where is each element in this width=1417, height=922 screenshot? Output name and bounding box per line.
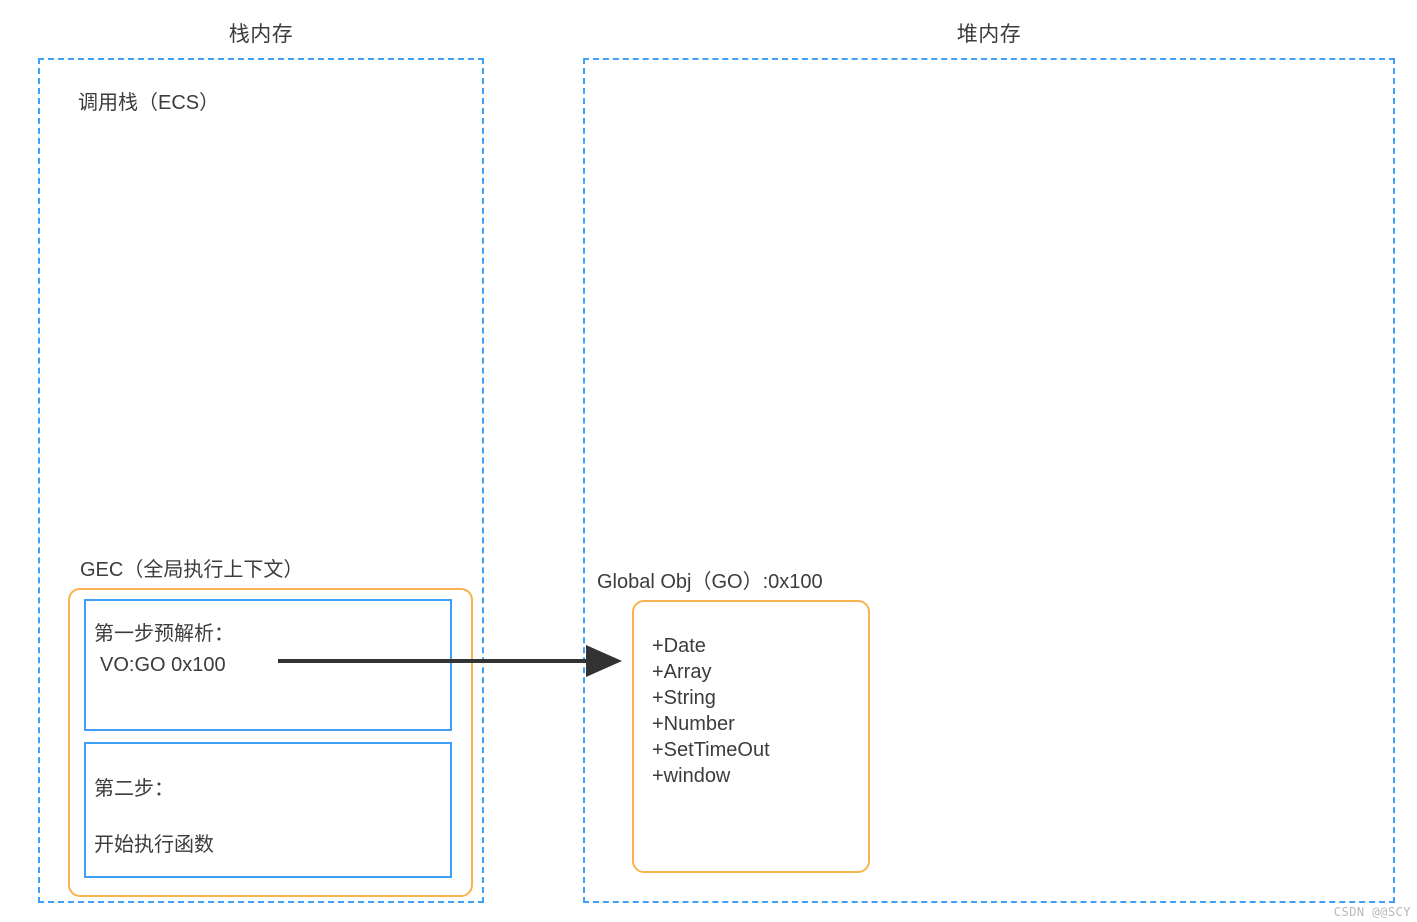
step-one-box [84,599,452,731]
global-object-label: Global Obj（GO）:0x100 [597,571,823,593]
step-two-title: 第二步： [94,778,174,800]
heap-memory-title: 堆内存 [956,23,1022,46]
heap-memory-panel [583,58,1395,903]
global-object-property: +Array [652,661,712,683]
global-object-property-list: +Date +Array +String +Number +SetTimeOut +win… [652,633,770,789]
vo-to-global-object-arrow [278,645,622,677]
stack-memory-title: 栈内存 [228,23,294,46]
global-object-property: +Number [652,713,735,735]
gec-label: GEC（全局执行上下文） [80,559,304,581]
step-two-box [84,742,452,878]
global-object-property: +window [652,765,731,787]
global-object-property: +String [652,687,716,709]
step-one-vo-value: VO:GO 0x100 [100,654,226,676]
step-two-body: 开始执行函数 [94,834,214,856]
global-object-property: +SetTimeOut [652,739,770,761]
watermark: CSDN @@SCY [1333,905,1411,919]
call-stack-label: 调用栈（ECS） [78,92,220,114]
stack-memory-panel [38,58,484,903]
global-object-box [632,600,870,873]
step-one-title: 第一步预解析： [94,623,234,645]
global-object-property: +Date [652,635,706,657]
